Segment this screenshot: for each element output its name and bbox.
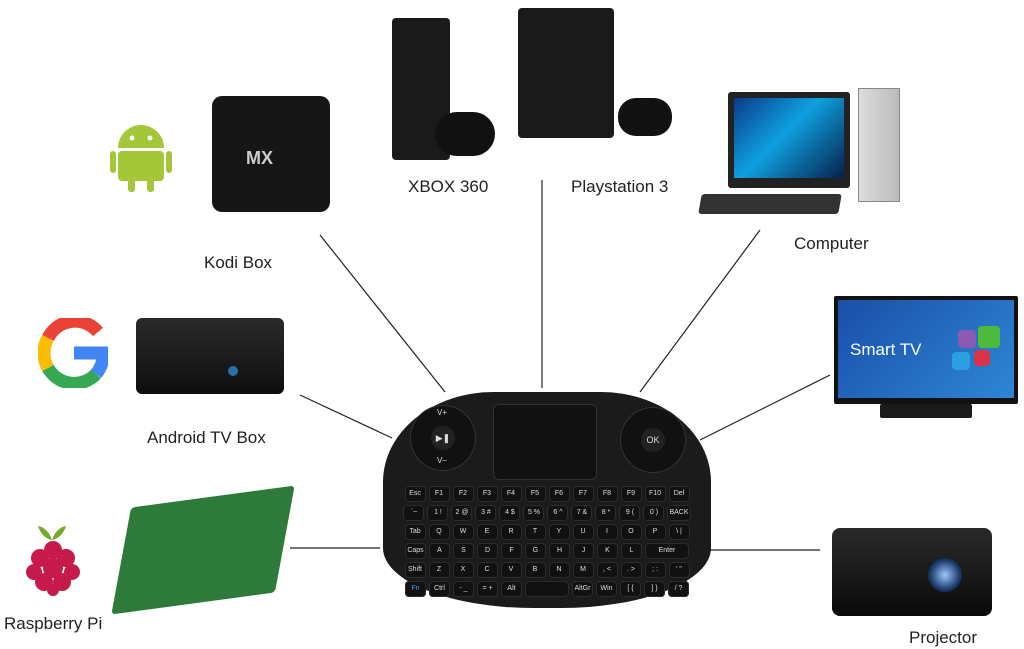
tv-stand xyxy=(880,404,972,418)
label-raspberry-pi: Raspberry Pi xyxy=(4,614,103,633)
key: L xyxy=(621,543,642,559)
touchpad xyxy=(493,404,597,480)
monitor-image xyxy=(728,92,850,188)
play-pause-icon: ▶❚ xyxy=(431,426,455,450)
key: Enter xyxy=(645,543,689,559)
key: \ | xyxy=(668,524,690,540)
raspberry-icon xyxy=(26,526,80,596)
key: Caps xyxy=(405,543,426,559)
key: F xyxy=(501,543,522,559)
key: Alt xyxy=(501,581,522,597)
media-dpad: ▶❚ V+ V− xyxy=(411,406,475,470)
key: 9 ( xyxy=(619,505,641,521)
key: G xyxy=(525,543,546,559)
key: V xyxy=(500,562,522,578)
label-playstation-3: Playstation 3 xyxy=(571,177,669,196)
pc-keyboard-image xyxy=(698,194,842,214)
key: O xyxy=(620,524,642,540)
key: - _ xyxy=(453,581,474,597)
key: W xyxy=(452,524,474,540)
key: D xyxy=(477,543,498,559)
label-computer: Computer xyxy=(794,234,869,253)
key: ' " xyxy=(668,562,690,578)
key: ; : xyxy=(644,562,666,578)
key: 1 ! xyxy=(427,505,449,521)
projector-image xyxy=(832,528,992,616)
key: AltGr xyxy=(572,581,593,597)
key: , < xyxy=(596,562,618,578)
key: F10 xyxy=(644,486,666,502)
xbox-controller-image xyxy=(435,112,495,156)
key: H xyxy=(549,543,570,559)
smart-tv-image: Smart TV xyxy=(834,296,1018,404)
key: T xyxy=(524,524,546,540)
key: Shift xyxy=(404,562,426,578)
ps3-console-image xyxy=(518,8,614,138)
key: = + xyxy=(477,581,498,597)
kodi-box-image: MX xyxy=(212,96,330,212)
android-icon xyxy=(110,125,172,192)
key: F4 xyxy=(500,486,522,502)
key: K xyxy=(597,543,618,559)
key: F8 xyxy=(596,486,618,502)
key: P xyxy=(644,524,666,540)
key: BACK xyxy=(667,505,691,521)
key: E xyxy=(476,524,498,540)
key: B xyxy=(524,562,546,578)
key: Tab xyxy=(404,524,426,540)
label-android-tv-box: Android TV Box xyxy=(147,428,266,447)
key: Z xyxy=(428,562,450,578)
key: J xyxy=(573,543,594,559)
key: . > xyxy=(620,562,642,578)
label-xbox-360: XBOX 360 xyxy=(408,177,489,196)
key: [ { xyxy=(620,581,641,597)
key: 8 * xyxy=(595,505,617,521)
google-g-icon xyxy=(38,318,108,388)
pc-tower-image xyxy=(858,88,900,202)
key: 4 $ xyxy=(499,505,521,521)
key: C xyxy=(476,562,498,578)
ps3-controller-image xyxy=(618,98,672,136)
key: 0 ) xyxy=(643,505,665,521)
key: I xyxy=(596,524,618,540)
key: / ? xyxy=(668,581,689,597)
label-kodi-box: Kodi Box xyxy=(204,253,273,272)
key: X xyxy=(452,562,474,578)
key-space: Space xyxy=(525,581,569,597)
key: 3 # xyxy=(475,505,497,521)
key: 6 ^ xyxy=(547,505,569,521)
key: F6 xyxy=(548,486,570,502)
key: M xyxy=(572,562,594,578)
key: F1 xyxy=(428,486,450,502)
label-projector: Projector xyxy=(909,628,978,647)
key: Win xyxy=(596,581,617,597)
key: Q xyxy=(428,524,450,540)
key: F9 xyxy=(620,486,642,502)
key-fn: Fn xyxy=(405,581,426,597)
ok-button-label: OK xyxy=(641,428,665,452)
key: R xyxy=(500,524,522,540)
key: Esc xyxy=(404,486,426,502)
smart-tv-screen-text: Smart TV xyxy=(850,340,922,359)
key: F5 xyxy=(524,486,546,502)
key: `~ xyxy=(403,505,425,521)
key: F2 xyxy=(452,486,474,502)
key: Del xyxy=(668,486,690,502)
key: ] } xyxy=(644,581,665,597)
key: Y xyxy=(548,524,570,540)
key: F3 xyxy=(476,486,498,502)
android-tv-box-image xyxy=(136,318,284,394)
key: A xyxy=(429,543,450,559)
key: 2 @ xyxy=(451,505,473,521)
key: F7 xyxy=(572,486,594,502)
navigation-dpad: OK xyxy=(621,408,685,472)
key: N xyxy=(548,562,570,578)
key: S xyxy=(453,543,474,559)
key: 7 & xyxy=(571,505,593,521)
key: Ctrl xyxy=(429,581,450,597)
key: 5 % xyxy=(523,505,545,521)
key: U xyxy=(572,524,594,540)
